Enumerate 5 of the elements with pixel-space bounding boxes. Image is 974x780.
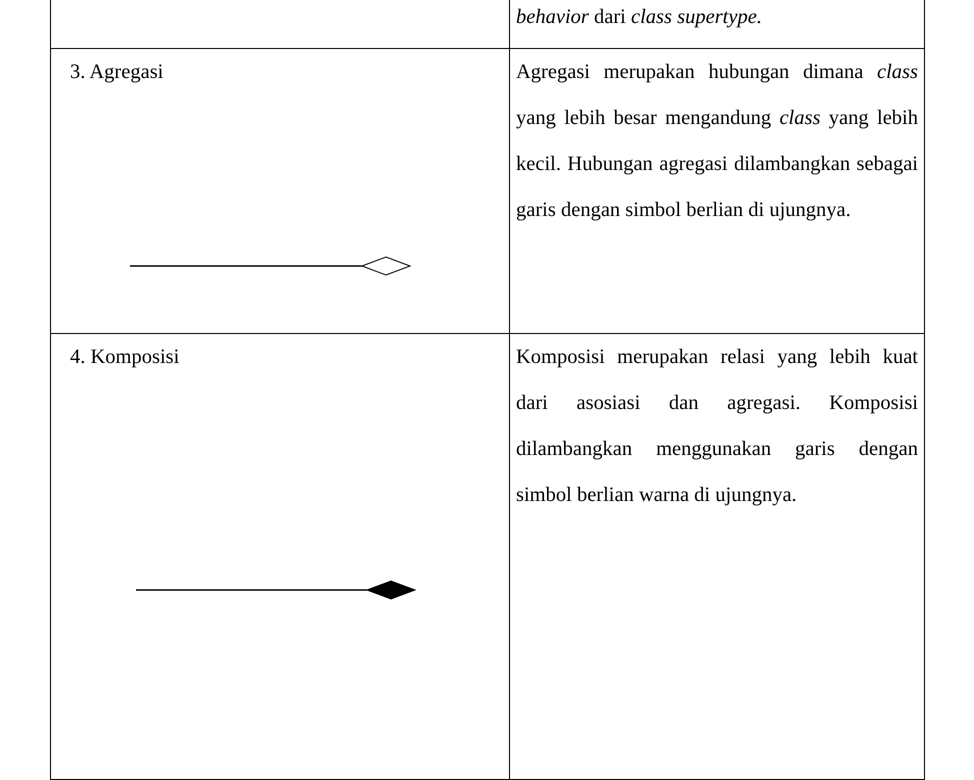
description-text: behavior dari class supertype. bbox=[516, 5, 763, 30]
row-label: 4. Komposisi bbox=[70, 345, 180, 370]
description-text: Komposisi merupakan relasi yang lebih kuat dari asosiasi dan agregasi. Komposisi dilambangkan menggunakan garis dengan simbol berlian warna di ujungnya. bbox=[516, 345, 918, 508]
row-label: 3. Agregasi bbox=[70, 60, 164, 85]
description-text: Agregasi merupakan hubungan dimana class yang lebih besar mengandung class yang lebih kecil. Hubungan agregasi dilambangkan sebagai garis dengan simbol berlian di ujungnya. bbox=[516, 60, 918, 223]
